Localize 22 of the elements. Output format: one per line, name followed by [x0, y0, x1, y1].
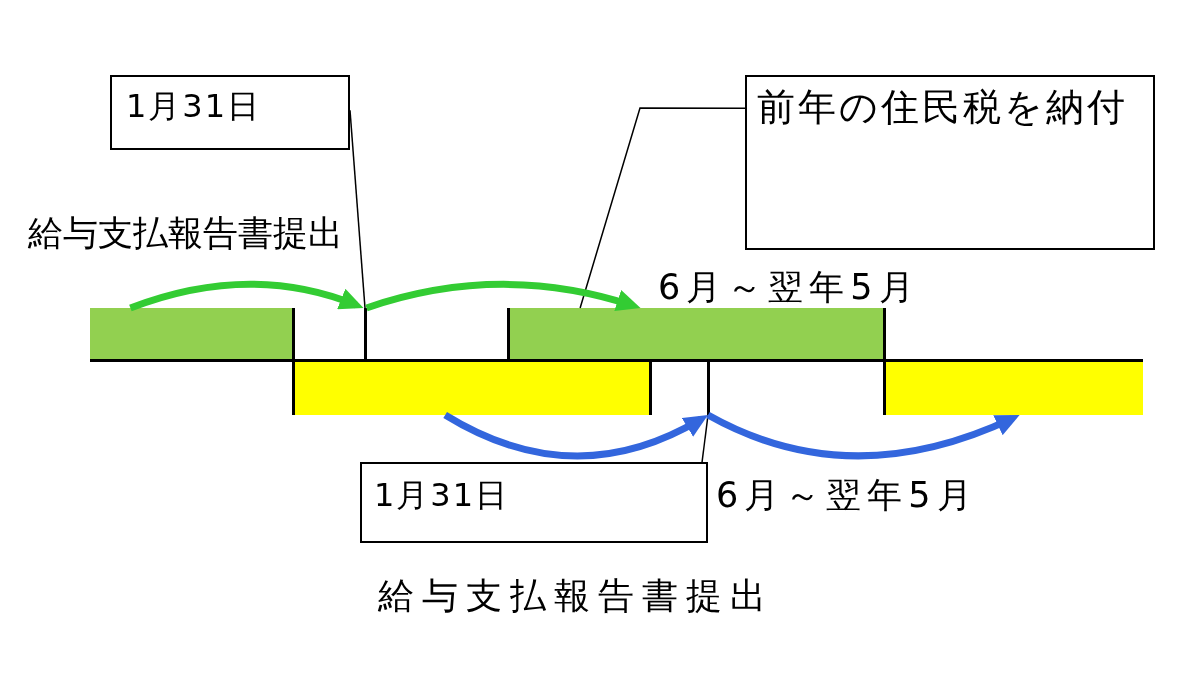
- tick-mark: [706, 362, 710, 415]
- period-label: 6月～翌年5月: [658, 268, 920, 307]
- curved-arrow: [365, 280, 640, 312]
- callout-box: [360, 462, 708, 543]
- leader-line: [579, 107, 746, 309]
- callout-box: [110, 75, 350, 150]
- tick-mark: [363, 308, 367, 360]
- callout-text: 1月31日: [374, 478, 510, 514]
- period-label: 6月～翌年5月: [716, 476, 978, 515]
- callout-box: [745, 75, 1155, 250]
- curved-arrow: [706, 411, 1020, 460]
- callout-text: 前年の住民税を納付: [757, 87, 1128, 129]
- period-bar: [295, 362, 650, 415]
- curved-arrow: [129, 280, 363, 312]
- annotation-text: 給与支払報告書提出: [378, 576, 774, 616]
- period-bar: [510, 308, 883, 359]
- annotation-text: 給与支払報告書提出: [28, 214, 343, 253]
- period-bar: [90, 308, 292, 359]
- period-bar: [886, 362, 1143, 415]
- callout-text: 1月31日: [126, 89, 262, 125]
- curved-arrow: [443, 411, 708, 460]
- leader-line: [349, 109, 366, 309]
